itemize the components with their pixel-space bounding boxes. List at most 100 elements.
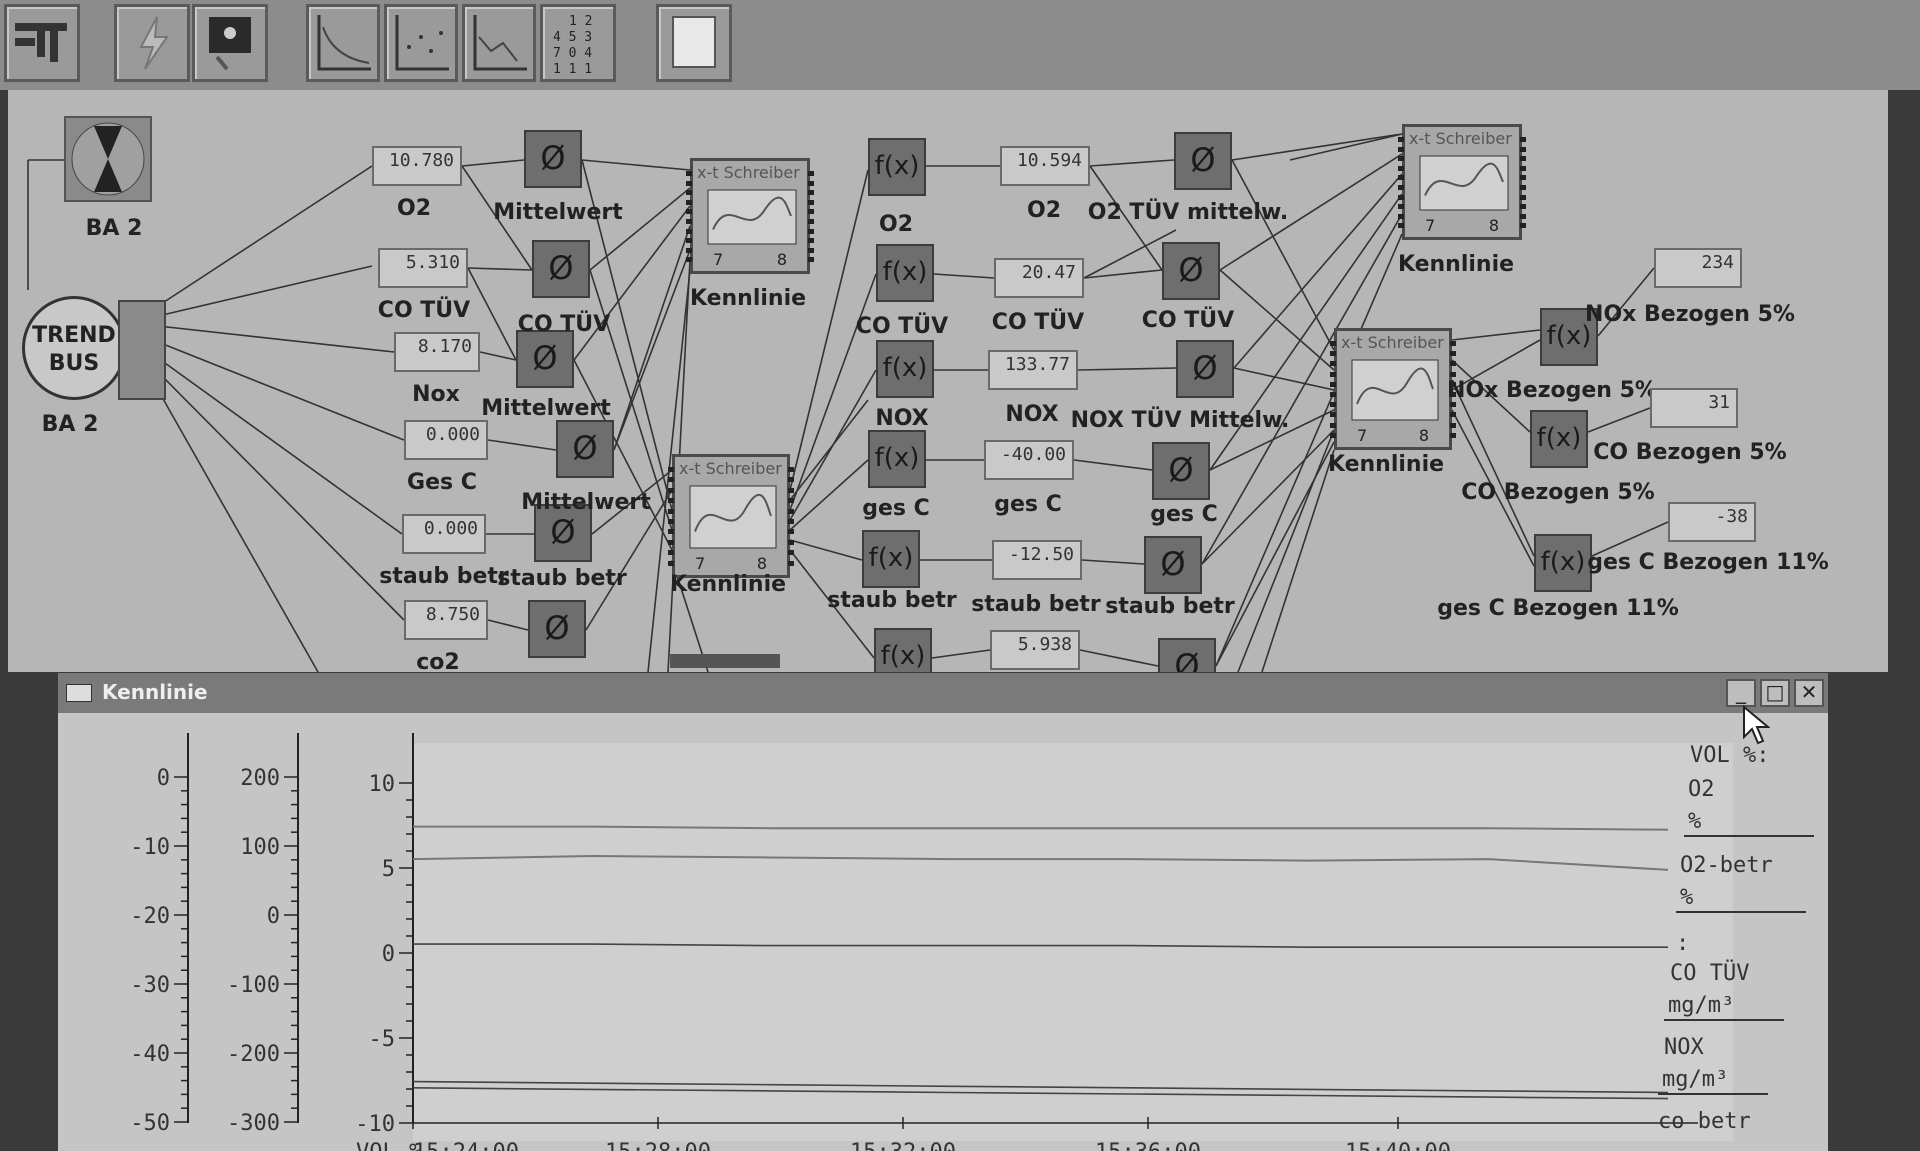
input-port[interactable]: [1398, 223, 1404, 229]
chart-icon[interactable]: [306, 4, 380, 82]
input-port[interactable]: [686, 247, 692, 253]
input-port[interactable]: [1330, 341, 1336, 346]
value-display[interactable]: 234: [1654, 248, 1742, 288]
input-port[interactable]: [686, 171, 692, 176]
value-display[interactable]: 5.938: [990, 630, 1080, 670]
output-port[interactable]: [1450, 412, 1456, 418]
window-titlebar[interactable]: Kennlinie _ □ ✕: [58, 673, 1828, 713]
input-port[interactable]: [686, 190, 692, 196]
output-port[interactable]: [808, 209, 814, 215]
output-port[interactable]: [1450, 371, 1456, 377]
analog-input-block[interactable]: [64, 116, 152, 202]
value-display[interactable]: 133.77: [988, 350, 1078, 390]
input-port[interactable]: [1330, 432, 1336, 438]
output-port[interactable]: [808, 180, 814, 186]
input-port[interactable]: [1330, 351, 1336, 357]
input-port[interactable]: [1398, 146, 1404, 152]
value-display[interactable]: 8.750: [404, 600, 488, 640]
output-port[interactable]: [788, 519, 794, 524]
value-display[interactable]: -12.50: [992, 540, 1082, 580]
average-block[interactable]: Ø: [524, 130, 582, 188]
input-port[interactable]: [668, 519, 674, 524]
close-button[interactable]: ✕: [1794, 679, 1824, 707]
output-port[interactable]: [808, 238, 814, 244]
input-port[interactable]: [1330, 371, 1336, 377]
output-port[interactable]: [808, 219, 814, 224]
input-port[interactable]: [668, 560, 674, 566]
input-port[interactable]: [1398, 185, 1404, 190]
input-port[interactable]: [1330, 422, 1336, 428]
value-display[interactable]: 20.47: [994, 258, 1084, 298]
input-port[interactable]: [1330, 412, 1336, 418]
lightning-icon[interactable]: [114, 4, 190, 82]
input-port[interactable]: [668, 539, 674, 545]
input-port[interactable]: [668, 529, 674, 535]
output-port[interactable]: [1520, 137, 1526, 142]
input-port[interactable]: [1330, 392, 1336, 397]
output-port[interactable]: [808, 199, 814, 205]
function-block[interactable]: f(x): [1540, 308, 1598, 366]
value-display[interactable]: 0.000: [404, 420, 488, 460]
minimize-button[interactable]: _: [1726, 679, 1756, 707]
output-port[interactable]: [1450, 361, 1456, 367]
output-port[interactable]: [1450, 422, 1456, 428]
input-port[interactable]: [668, 487, 674, 493]
input-port[interactable]: [686, 257, 692, 263]
output-port[interactable]: [1450, 381, 1456, 387]
average-block[interactable]: Ø: [556, 420, 614, 478]
input-port[interactable]: [1330, 381, 1336, 387]
output-port[interactable]: [788, 498, 794, 504]
output-port[interactable]: [808, 190, 814, 196]
input-port[interactable]: [1398, 213, 1404, 219]
output-port[interactable]: [1520, 185, 1526, 190]
output-port[interactable]: [1520, 204, 1526, 210]
function-block[interactable]: f(x): [1530, 410, 1588, 468]
output-port[interactable]: [1520, 175, 1526, 181]
value-display[interactable]: -38: [1668, 502, 1756, 542]
output-port[interactable]: [1520, 156, 1526, 162]
output-port[interactable]: [788, 467, 794, 472]
output-port[interactable]: [1520, 223, 1526, 229]
function-block[interactable]: f(x): [868, 430, 926, 488]
input-port[interactable]: [668, 508, 674, 514]
input-port[interactable]: [686, 228, 692, 234]
output-port[interactable]: [1520, 194, 1526, 200]
output-port[interactable]: [1450, 351, 1456, 357]
function-block[interactable]: f(x): [876, 244, 934, 302]
function-block[interactable]: f(x): [876, 340, 934, 398]
output-port[interactable]: [788, 529, 794, 535]
maximize-button[interactable]: □: [1760, 679, 1790, 707]
input-port[interactable]: [1398, 137, 1404, 142]
output-port[interactable]: [808, 247, 814, 253]
output-port[interactable]: [808, 257, 814, 263]
average-block[interactable]: Ø: [1174, 132, 1232, 190]
output-port[interactable]: [788, 539, 794, 545]
window-icon[interactable]: [656, 4, 732, 82]
output-port[interactable]: [1520, 146, 1526, 152]
value-display[interactable]: 31: [1650, 388, 1738, 428]
output-port[interactable]: [1450, 402, 1456, 408]
output-port[interactable]: [808, 228, 814, 234]
input-port[interactable]: [1398, 194, 1404, 200]
input-port[interactable]: [1330, 361, 1336, 367]
output-port[interactable]: [1520, 213, 1526, 219]
output-port[interactable]: [1450, 341, 1456, 346]
input-port[interactable]: [1398, 175, 1404, 181]
input-port[interactable]: [668, 477, 674, 483]
input-port[interactable]: [686, 209, 692, 215]
value-display[interactable]: -40.00: [984, 440, 1074, 480]
logo-icon[interactable]: [4, 4, 80, 82]
input-port[interactable]: [686, 180, 692, 186]
average-block[interactable]: Ø: [532, 240, 590, 298]
output-port[interactable]: [788, 550, 794, 556]
input-port[interactable]: [1398, 165, 1404, 171]
input-port[interactable]: [668, 467, 674, 472]
average-block[interactable]: Ø: [534, 504, 592, 562]
function-block[interactable]: f(x): [868, 138, 926, 196]
